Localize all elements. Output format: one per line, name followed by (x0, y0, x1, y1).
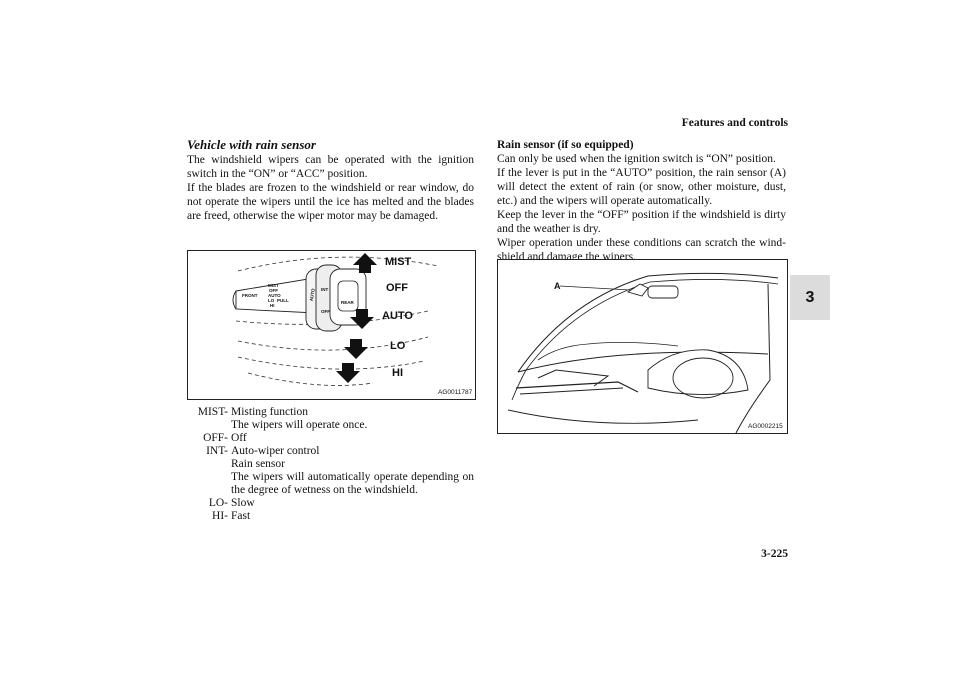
legend-key: INT- (206, 445, 228, 457)
paragraph: The windshield wipers can be operated wi… (187, 154, 474, 180)
paragraph: If the blades are frozen to the windshie… (187, 182, 474, 222)
wiper-lever-figure: FRONT MIST OFF AUTO LO PULL HI AUTO INT … (187, 250, 476, 400)
arrow-down-icon (336, 363, 360, 383)
lever-front-label: FRONT (242, 293, 258, 298)
legend-row: MIST- Misting function The wipers will o… (187, 406, 474, 432)
wiper-lever-illustration: FRONT MIST OFF AUTO LO PULL HI AUTO INT … (232, 253, 439, 386)
page-header: Features and controls (681, 117, 788, 129)
lever-rear-label: REAR (341, 300, 355, 305)
legend-text: Fast (231, 510, 251, 522)
legend-key: LO- (208, 497, 228, 509)
lever-hi-label: HI (270, 303, 275, 308)
legend-key: MIST- (197, 406, 228, 418)
rain-sensor-icon (626, 283, 649, 297)
arrow-up-icon (353, 253, 377, 273)
section-heading-rain-sensor-equipped: Rain sensor (if so equipped) (497, 139, 634, 151)
lever-pull-label: PULL (277, 298, 289, 303)
lever-int-label: INT (321, 287, 329, 292)
left-column: Vehicle with rain sensor The windshield … (187, 138, 474, 223)
legend-text: Misting function (231, 406, 308, 418)
legend-text: The wipers will automatically operate de… (231, 471, 474, 496)
figure-code: AG0011787 (438, 389, 473, 396)
arrow-down-icon (344, 339, 368, 359)
position-label-auto: AUTO (382, 310, 413, 322)
lever-off2-label: OFF (321, 309, 330, 314)
right-column: Rain sensor (if so equipped) Can only be… (497, 138, 786, 264)
legend-key: HI- (212, 510, 228, 522)
page-number: 3-225 (761, 548, 788, 560)
legend-text: The wipers will operate once. (231, 419, 368, 431)
chapter-tab: 3 (790, 275, 830, 320)
position-legend: MIST- Misting function The wipers will o… (187, 406, 474, 523)
rearview-mirror-icon (647, 285, 679, 299)
section-heading-rain-sensor: Vehicle with rain sensor (187, 137, 316, 152)
position-label-off: OFF (386, 282, 408, 294)
lever-lo-label: LO (268, 298, 275, 303)
figure-code: AG0002215 (748, 423, 783, 430)
lever-auto-knob-label: AUTO (309, 288, 316, 302)
paragraph: Keep the lever in the “OFF” position if … (497, 209, 786, 235)
legend-text: Slow (231, 497, 255, 509)
legend-row: OFF- Off (187, 432, 474, 445)
position-label-hi: HI (392, 367, 403, 379)
callout-a-label: A (554, 281, 561, 291)
windshield-illustration: A (507, 272, 779, 433)
legend-row: INT- Auto-wiper control Rain sensor The … (187, 445, 474, 497)
lever-off-label: OFF (269, 288, 278, 293)
windshield-figure: A AG0002215 (497, 259, 788, 434)
lever-mist-label: MIST (268, 283, 279, 288)
position-label-mist: MIST (385, 256, 412, 268)
legend-text: Rain sensor (231, 458, 285, 470)
paragraph: If the lever is put in the “AUTO” positi… (497, 167, 786, 207)
legend-key: OFF- (203, 432, 228, 444)
wiper-blade-icon (515, 381, 639, 393)
legend-text: Off (231, 432, 247, 444)
position-label-lo: LO (390, 340, 406, 352)
legend-text: Auto-wiper control (231, 445, 320, 457)
legend-row: HI- Fast (187, 510, 474, 523)
lever-auto-label: AUTO (268, 293, 281, 298)
arrow-down-icon (350, 309, 374, 329)
legend-row: LO- Slow (187, 497, 474, 510)
paragraph: Can only be used when the ignition switc… (497, 153, 776, 165)
